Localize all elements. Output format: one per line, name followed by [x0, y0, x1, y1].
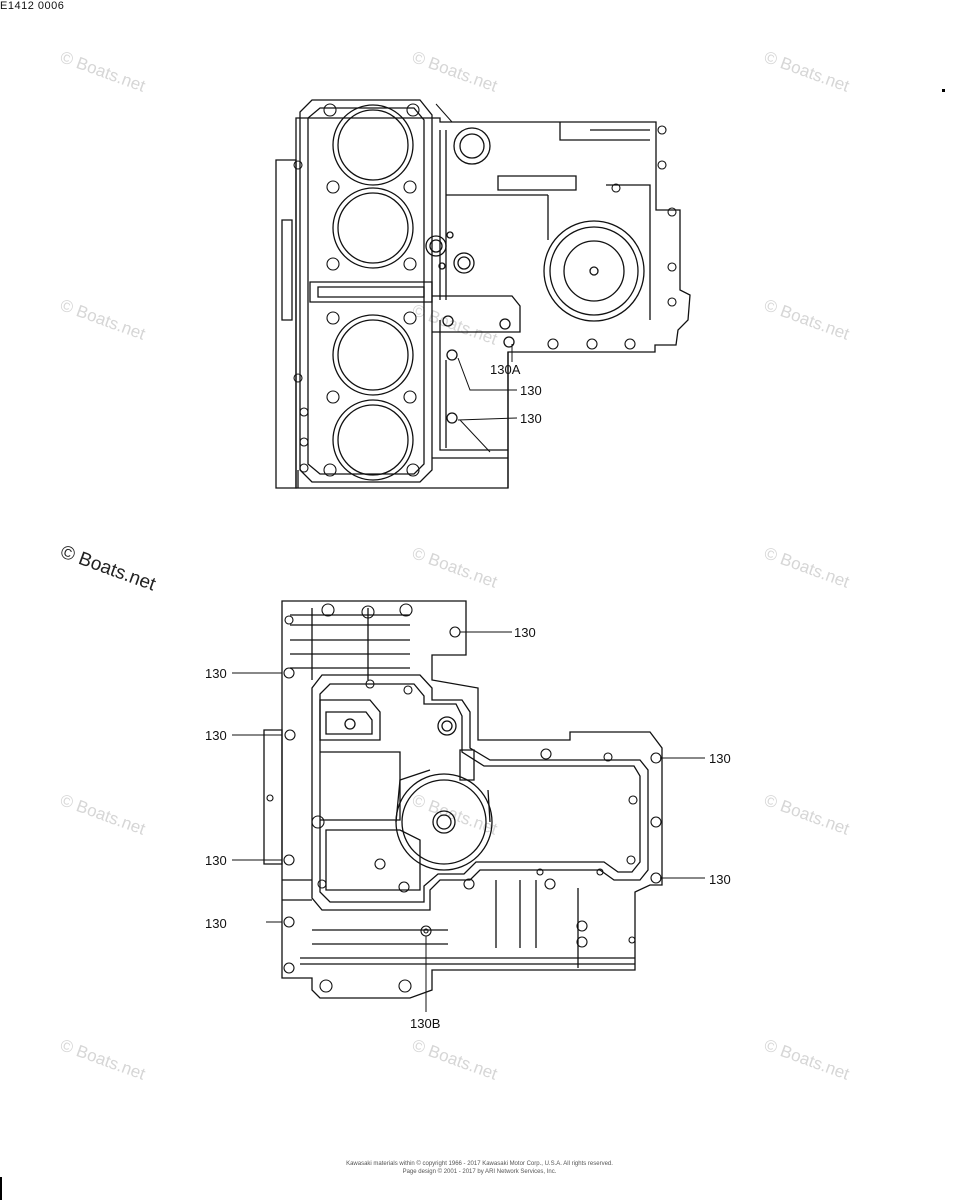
- part-callout-130: 130: [205, 853, 227, 868]
- part-callout-130A: 130A: [490, 362, 521, 377]
- diagram-code: E1412 0006: [0, 0, 65, 12]
- part-callout-130: 130: [205, 728, 227, 743]
- part-callout-130: 130: [205, 916, 227, 931]
- corner-mark: [942, 89, 945, 92]
- part-callout-130: 130: [520, 383, 542, 398]
- part-callout-130B: 130B: [410, 1016, 441, 1031]
- footer-line-2: Page design © 2001 - 2017 by ARI Network…: [402, 1169, 557, 1175]
- part-callout-130: 130: [520, 411, 542, 426]
- lower-crankcase-drawing: [232, 600, 705, 1012]
- part-callout-130: 130: [709, 751, 731, 766]
- page-edge-mark: [0, 1177, 2, 1200]
- part-callout-130: 130: [514, 625, 536, 640]
- copyright-footer: Kawasaki materials within © copyright 19…: [0, 1160, 959, 1176]
- upper-crankcase-drawing: [275, 99, 691, 489]
- part-callout-130: 130: [205, 666, 227, 681]
- footer-line-1: Kawasaki materials within © copyright 19…: [346, 1161, 613, 1167]
- part-callout-130: 130: [709, 872, 731, 887]
